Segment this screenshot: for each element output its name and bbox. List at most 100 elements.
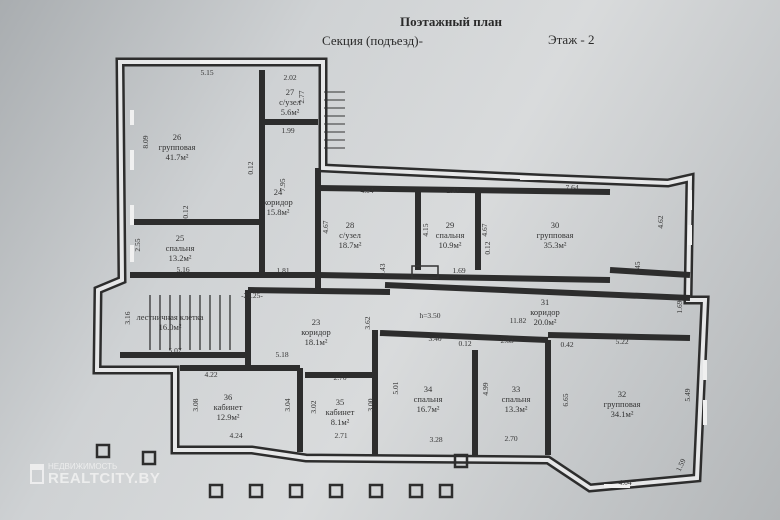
room-label-text: кабинет <box>326 407 355 417</box>
room-label-text: 35.3м² <box>544 240 567 250</box>
dimension-label: 2.70 <box>504 434 517 443</box>
dimension-label: 5.15 <box>200 68 213 77</box>
room-label-text: 12.9м² <box>217 412 240 422</box>
dimension-label: 2.71 <box>334 431 347 440</box>
dimension-label: 7.95 <box>278 178 287 191</box>
room-label-text: 36 <box>224 392 233 402</box>
dimension-label: 0.12 <box>181 205 190 218</box>
room-label-text: с/узел <box>279 97 302 107</box>
dimension-label: 5.01 <box>391 381 400 394</box>
dimension-label: 3.40 <box>428 334 441 343</box>
room-labels: 27с/узел5.6м²26групповая41.7м²24коридор1… <box>136 87 640 427</box>
room-label-text: 8.1м² <box>331 417 350 427</box>
dimension-label: 3.16 <box>123 311 132 324</box>
dimension-label: 7.64 <box>565 183 578 192</box>
dimension-label: 1.99 <box>281 126 294 135</box>
room-label-text: 35 <box>336 397 345 407</box>
room-label-text: 25 <box>176 233 185 243</box>
dimension-label: 4.99 <box>481 382 490 395</box>
dimension-label: 3.28 <box>429 435 442 444</box>
dimension-label: 8.09 <box>141 135 150 148</box>
room-label-text: групповая <box>604 399 641 409</box>
dimension-label: 3.00 <box>366 398 375 411</box>
dimension-label: 3.08 <box>191 398 200 411</box>
dimension-label: 0.43 <box>378 263 387 276</box>
room-label-text: 26 <box>173 132 182 142</box>
dimension-label: 0.12 <box>246 161 255 174</box>
floor-label: Этаж - 2 <box>548 32 595 47</box>
dimension-label: 2.70 <box>333 373 346 382</box>
room-label-text: 33 <box>512 384 521 394</box>
dimension-label: 3.02 <box>309 400 318 413</box>
dimension-label: 5.49 <box>683 388 692 401</box>
dimension-label: 5.16 <box>176 265 189 274</box>
dimension-label: 3.62 <box>363 316 372 329</box>
room-label-text: 31 <box>541 297 550 307</box>
room-label-text: с/узел <box>339 230 362 240</box>
room-label-text: 34 <box>424 384 433 394</box>
room-label-text: спальня <box>502 394 531 404</box>
room-label-text: 5.6м² <box>281 107 300 117</box>
dimension-label: 2.02 <box>283 73 296 82</box>
dimension-label: 2.41 <box>446 186 459 195</box>
section-label: Секция (подъезд)- <box>322 33 423 48</box>
dimension-label: 0.42 <box>560 340 573 349</box>
dimension-label: 4.67 <box>321 220 330 233</box>
room-label-text: коридор <box>263 197 293 207</box>
dimension-label: 5.18 <box>275 350 288 359</box>
walls <box>92 57 710 499</box>
dimension-label: 2.77 <box>297 90 306 103</box>
room-label-text: коридор <box>301 327 331 337</box>
room-label-text: 13.2м² <box>169 253 192 263</box>
room-label-text: лестничная клетка <box>136 312 203 322</box>
dimension-label: 4.22 <box>204 370 217 379</box>
dimension-label: 2.55 <box>133 238 142 251</box>
room-label-text: 18.7м² <box>339 240 362 250</box>
dimension-label: 3.04 <box>283 398 292 411</box>
room-label-text: коридор <box>530 307 560 317</box>
room-label-text: спальня <box>166 243 195 253</box>
plan-title: Поэтажный план <box>400 14 503 29</box>
dimension-label: 0.45 <box>633 261 642 274</box>
room-label-text: 18.1м² <box>305 337 328 347</box>
dimension-label: 2.63 <box>500 336 513 345</box>
dimension-label: 1.69 <box>675 300 684 313</box>
dimension-label: 5.22 <box>615 337 628 346</box>
room-label-text: спальня <box>436 230 465 240</box>
room-label-text: 15.8м² <box>267 207 290 217</box>
room-label-text: 29 <box>446 220 455 230</box>
dimension-label: h=3.50 <box>419 311 440 320</box>
room-label-text: 28 <box>346 220 355 230</box>
dimension-label: 1.59 <box>674 457 688 473</box>
dimension-label: 4.15 <box>421 223 430 236</box>
room-label-text: 16.0м² <box>159 322 182 332</box>
dimension-label: 4.04 <box>618 478 631 487</box>
room-label-text: 13.3м² <box>505 404 528 414</box>
room-label-text: групповая <box>537 230 574 240</box>
dimension-label: 5.07 <box>168 346 181 355</box>
dimension-label: 4.04 <box>360 186 373 195</box>
dimension-label: -21.25- <box>241 291 263 300</box>
dimension-label: 0.12 <box>483 241 492 254</box>
room-label-text: 20.0м² <box>534 317 557 327</box>
watermark-brand: REALTCITY.BY <box>48 470 161 487</box>
realtcity-logo-icon <box>30 464 44 484</box>
staircase <box>149 91 439 350</box>
room-label-text: 10.9м² <box>439 240 462 250</box>
dimension-label: 0.12 <box>458 339 471 348</box>
room-label-text: 27 <box>286 87 295 97</box>
